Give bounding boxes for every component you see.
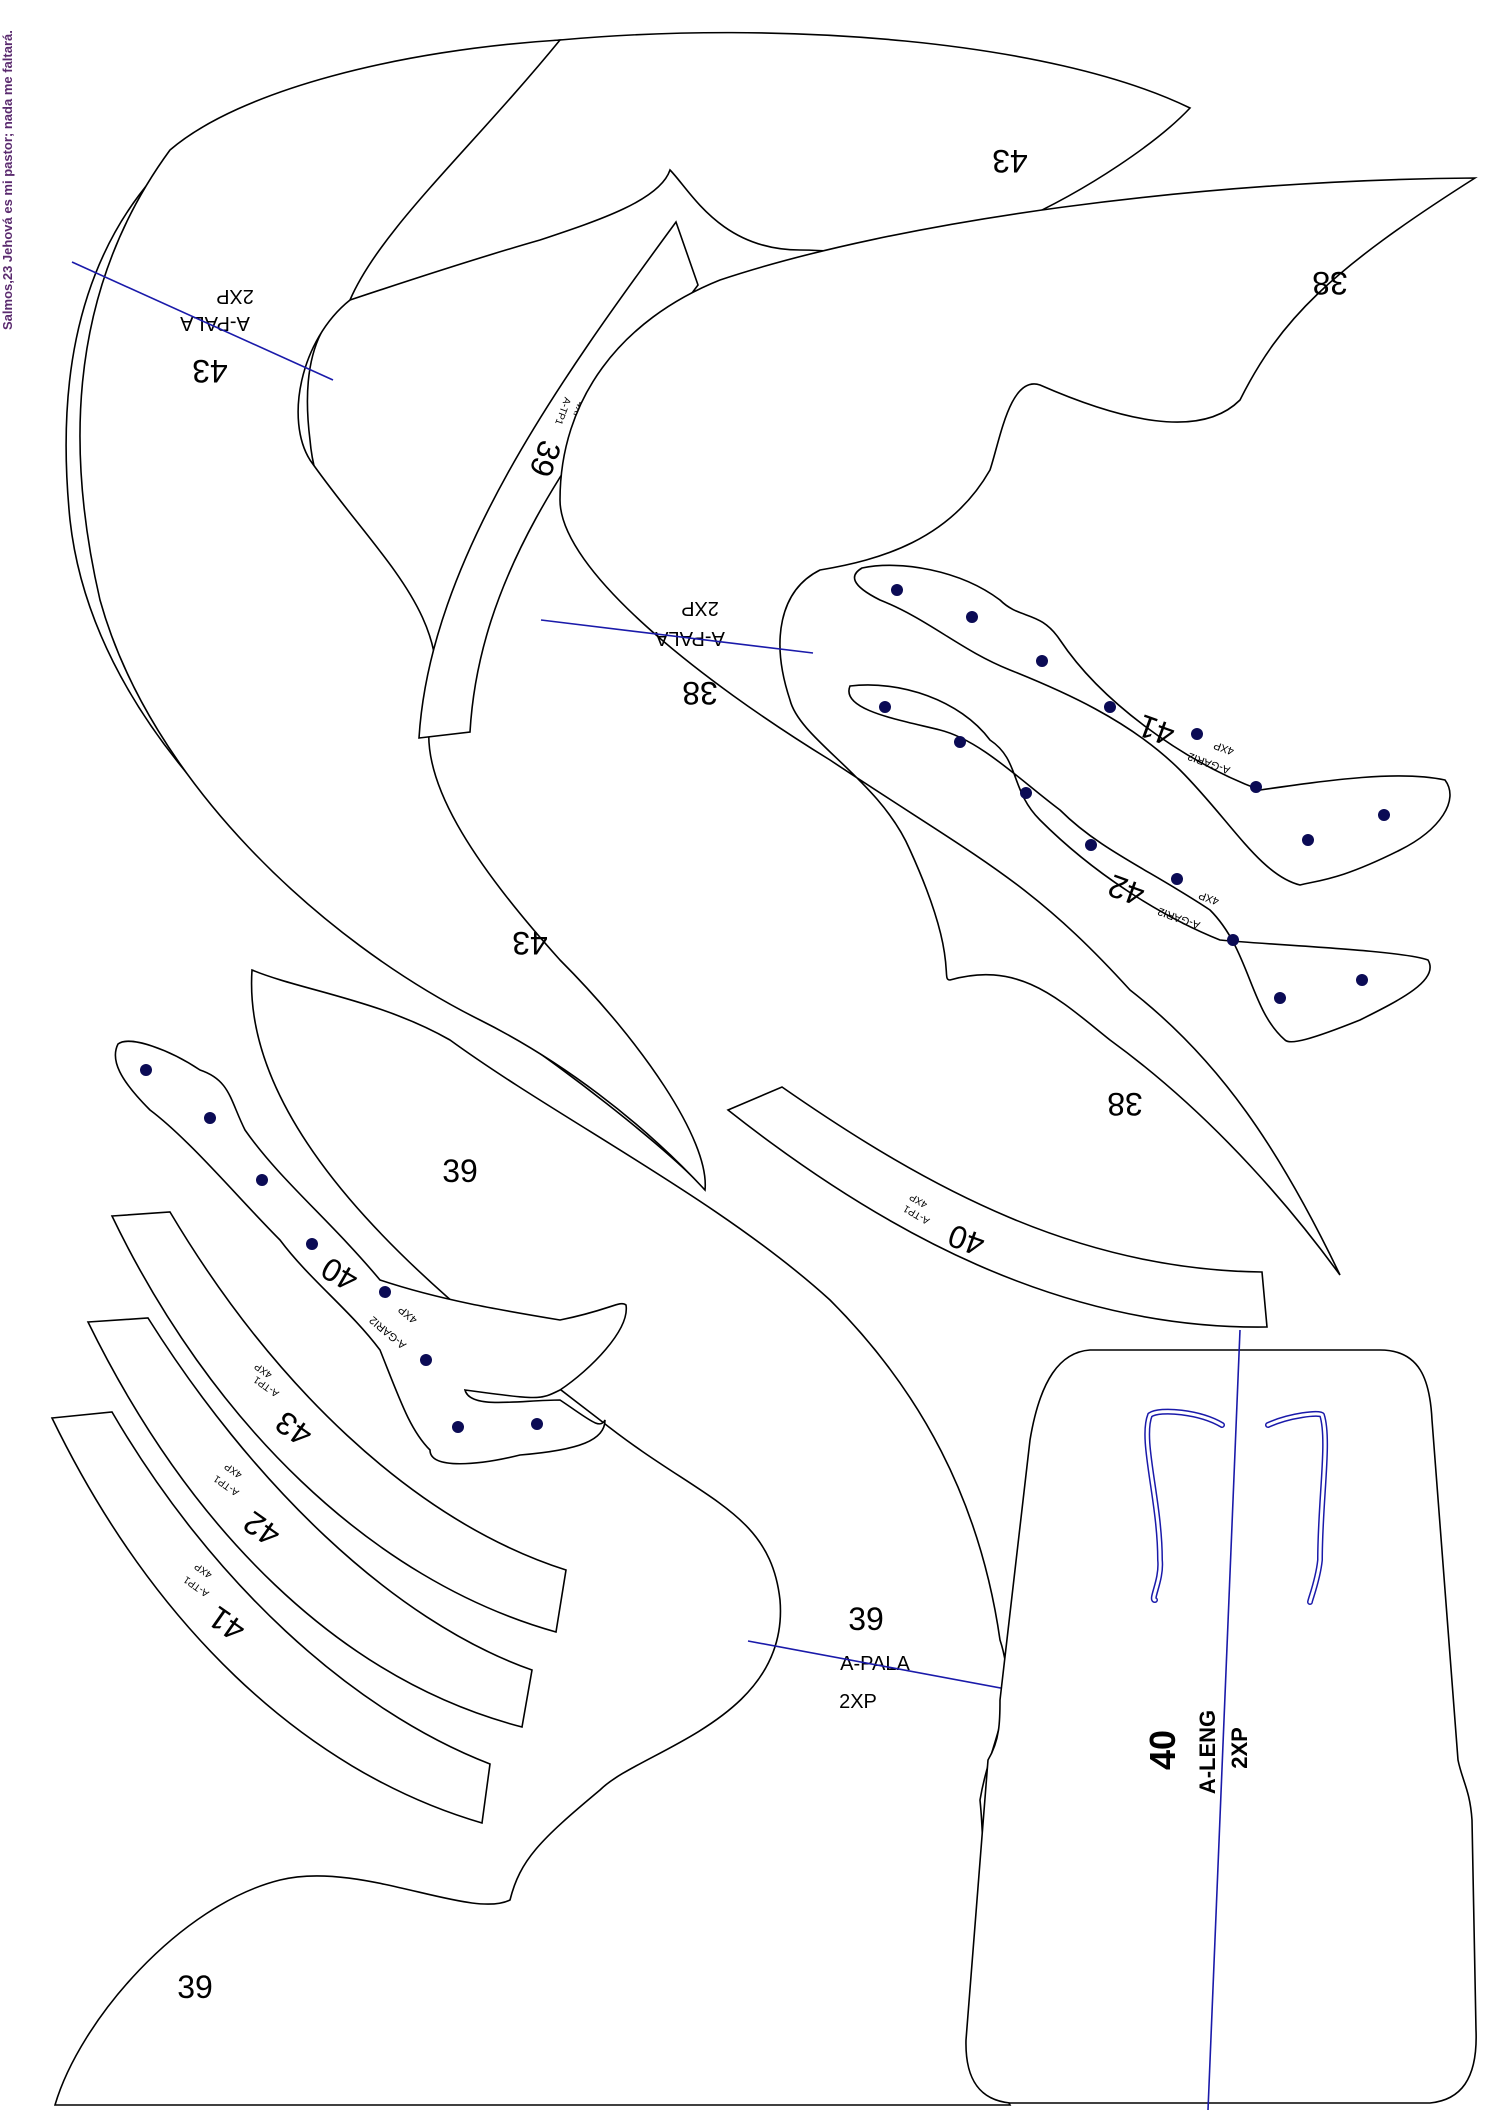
pala-39-grainline <box>747 1640 1023 1693</box>
leng-40-qty: 2XP <box>1227 1727 1252 1769</box>
piece-tp1-42: 42 A-TP1 4XP <box>86 1317 533 1728</box>
pala-43-size-top: 43 <box>992 143 1028 179</box>
leng-40-grainline <box>1207 1329 1241 2111</box>
pala-38-size: 38 <box>682 675 718 711</box>
piece-tp1-43: 43 A-TP1 4XP <box>110 1211 567 1634</box>
pala-43-size-lower: 43 <box>512 925 548 961</box>
pala-38-size-lower: 38 <box>1107 1086 1143 1122</box>
piece-tp1-41: 41 A-TP1 4XP <box>50 1411 491 1825</box>
pala-38-size-top: 38 <box>1312 265 1348 301</box>
pala-39-qty: 2XP <box>839 1691 877 1713</box>
pala-39-size-upper: 39 <box>442 1153 478 1189</box>
leng-40-name: A-LENG <box>1195 1710 1220 1794</box>
piece-pala-39: 39 39 A-PALA 2XP 39 <box>53 968 1023 2106</box>
piece-tp1-40: 40 A-TP1 4XP <box>726 1086 1268 1328</box>
pala-43-grainline <box>71 261 334 381</box>
pala-38-qty: 2XP <box>681 597 719 619</box>
piece-pala-38: 38 38 A-PALA 2XP 38 <box>540 177 1478 1276</box>
leng-40-size: 40 <box>1142 1730 1183 1770</box>
pala-43-name: A-PALA <box>180 312 250 334</box>
piece-pala-43: 43 43 A-PALA 2XP 43 <box>65 31 1192 1192</box>
pala-43-size: 43 <box>192 353 228 389</box>
piece-gari2-40: 40 A-GARI2 4XP <box>114 1040 627 1465</box>
piece-gari2-42: 42 A-GARI2 4XP <box>848 684 1431 1043</box>
piece-leng-40: 40 A-LENG 2XP <box>965 1329 1477 2111</box>
pala-43-qty: 2XP <box>216 285 254 307</box>
pala-39-size-bottom: 39 <box>177 1969 213 2005</box>
pala-38-grainline <box>540 619 814 654</box>
gari2-41-qty: 4XP <box>1212 739 1236 757</box>
pala-39-size: 39 <box>848 1601 884 1637</box>
